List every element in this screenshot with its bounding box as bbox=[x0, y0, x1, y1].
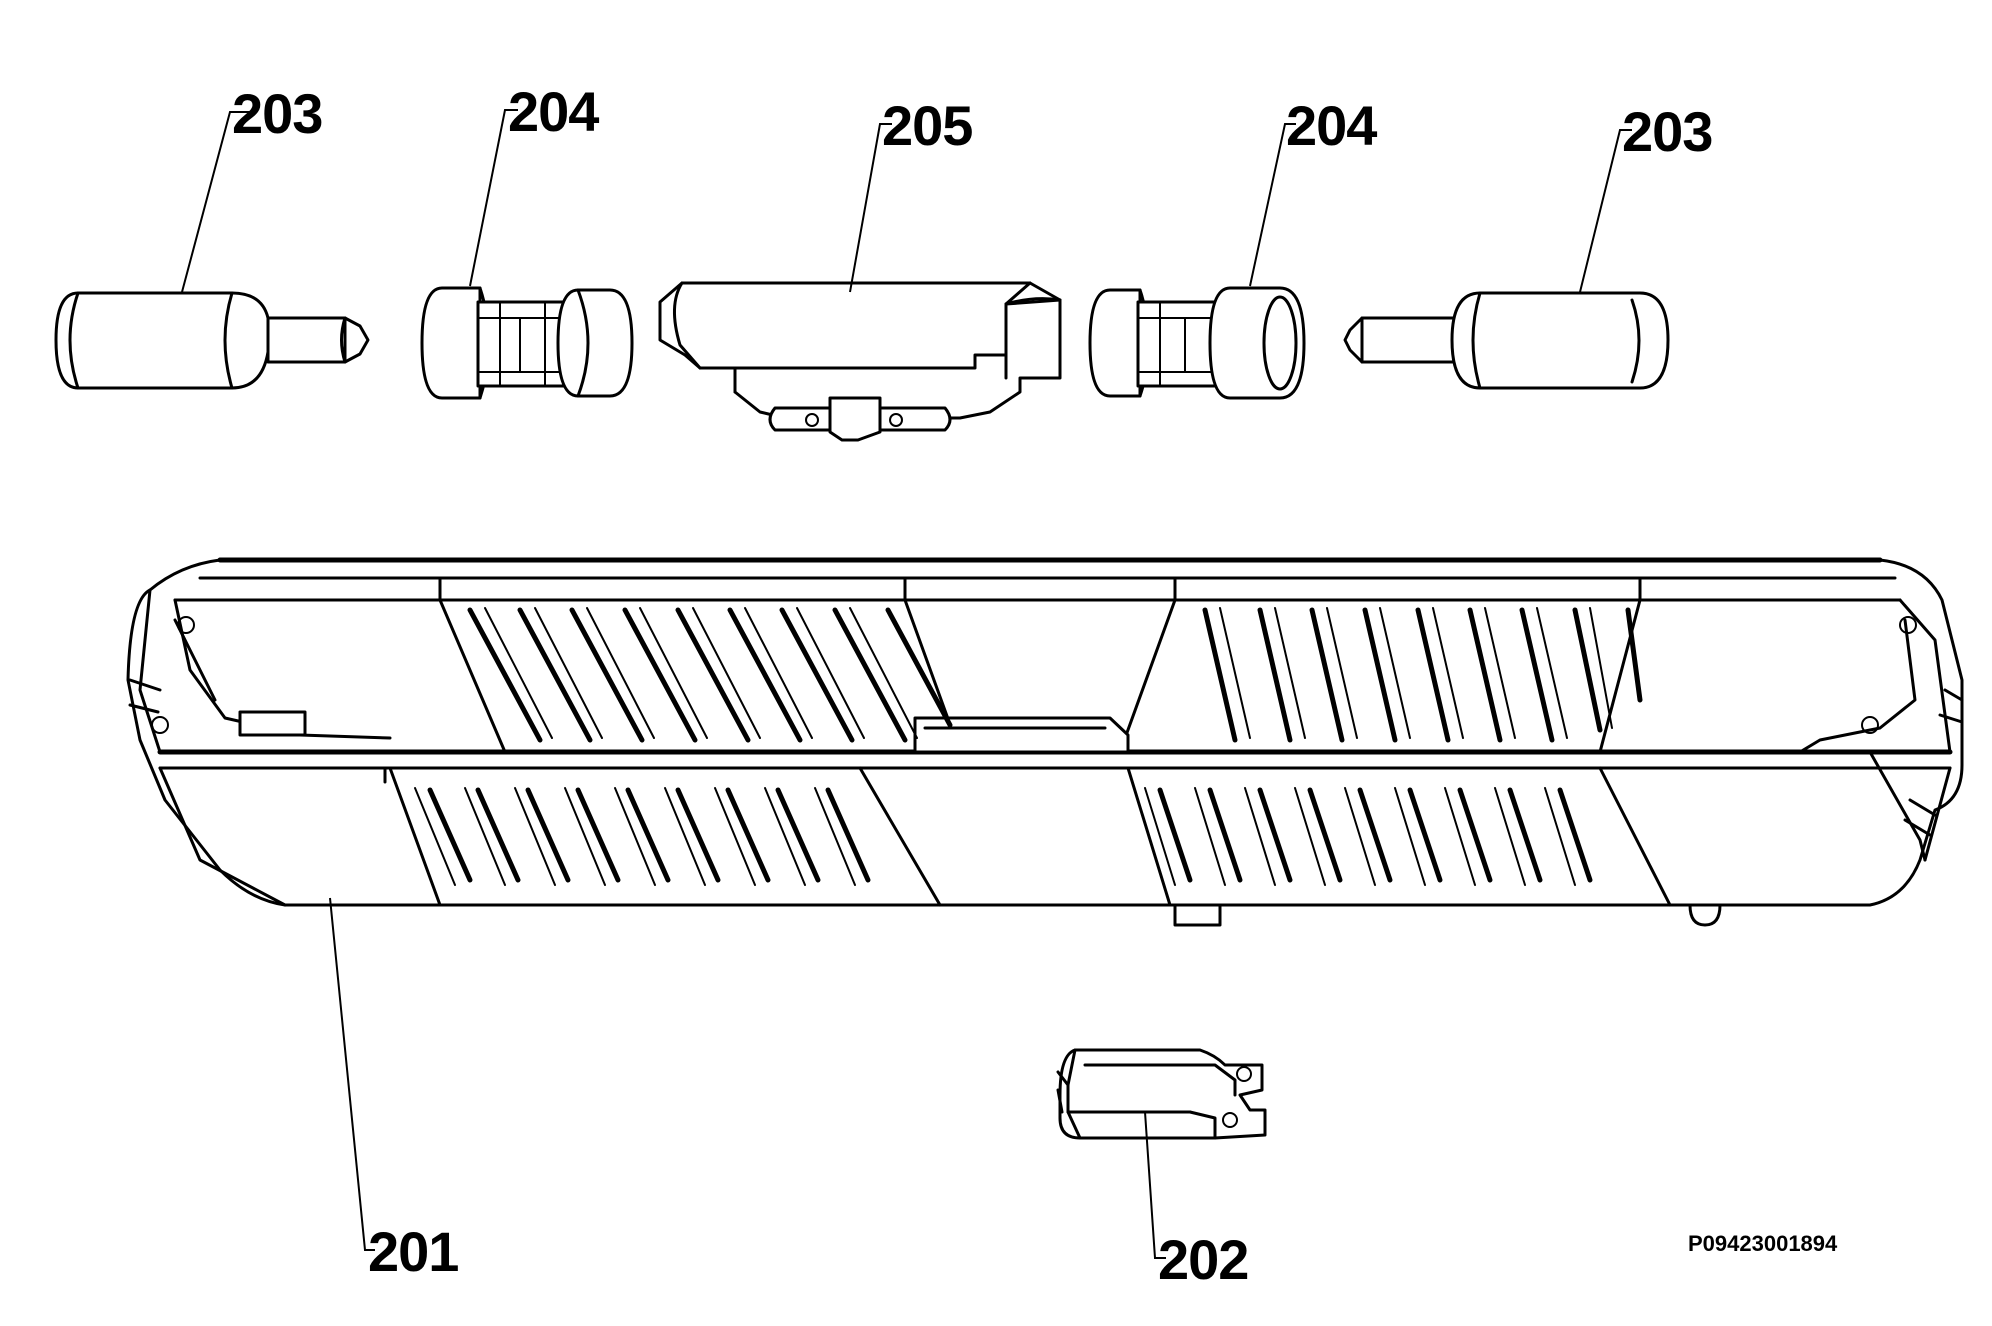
drawing-code: P09423001894 bbox=[1688, 1231, 1838, 1256]
label-205: 205 bbox=[882, 94, 972, 157]
housing-top-vents-right bbox=[1202, 607, 1643, 743]
label-202: 202 bbox=[1158, 1228, 1248, 1291]
label-204-right: 204 bbox=[1286, 94, 1377, 157]
housing-front-vents-left bbox=[414, 787, 871, 886]
label-201: 201 bbox=[368, 1220, 458, 1283]
part-202-bracket bbox=[1056, 1048, 1267, 1140]
label-203-left: 203 bbox=[232, 82, 322, 145]
part-201-housing bbox=[126, 557, 1964, 927]
part-204-right-adapter bbox=[1088, 286, 1306, 400]
leader-lines bbox=[181, 109, 1632, 1259]
housing-front-vents-right bbox=[1144, 787, 1593, 886]
part-204-left-adapter bbox=[420, 286, 634, 400]
housing-top-vents-left bbox=[467, 607, 953, 743]
part-203-right-end-cap bbox=[1343, 291, 1670, 390]
label-203-right: 203 bbox=[1622, 100, 1712, 163]
part-203-left-end-cap bbox=[54, 291, 370, 390]
label-204-left: 204 bbox=[508, 80, 599, 143]
part-205-center-connector bbox=[658, 281, 1062, 442]
